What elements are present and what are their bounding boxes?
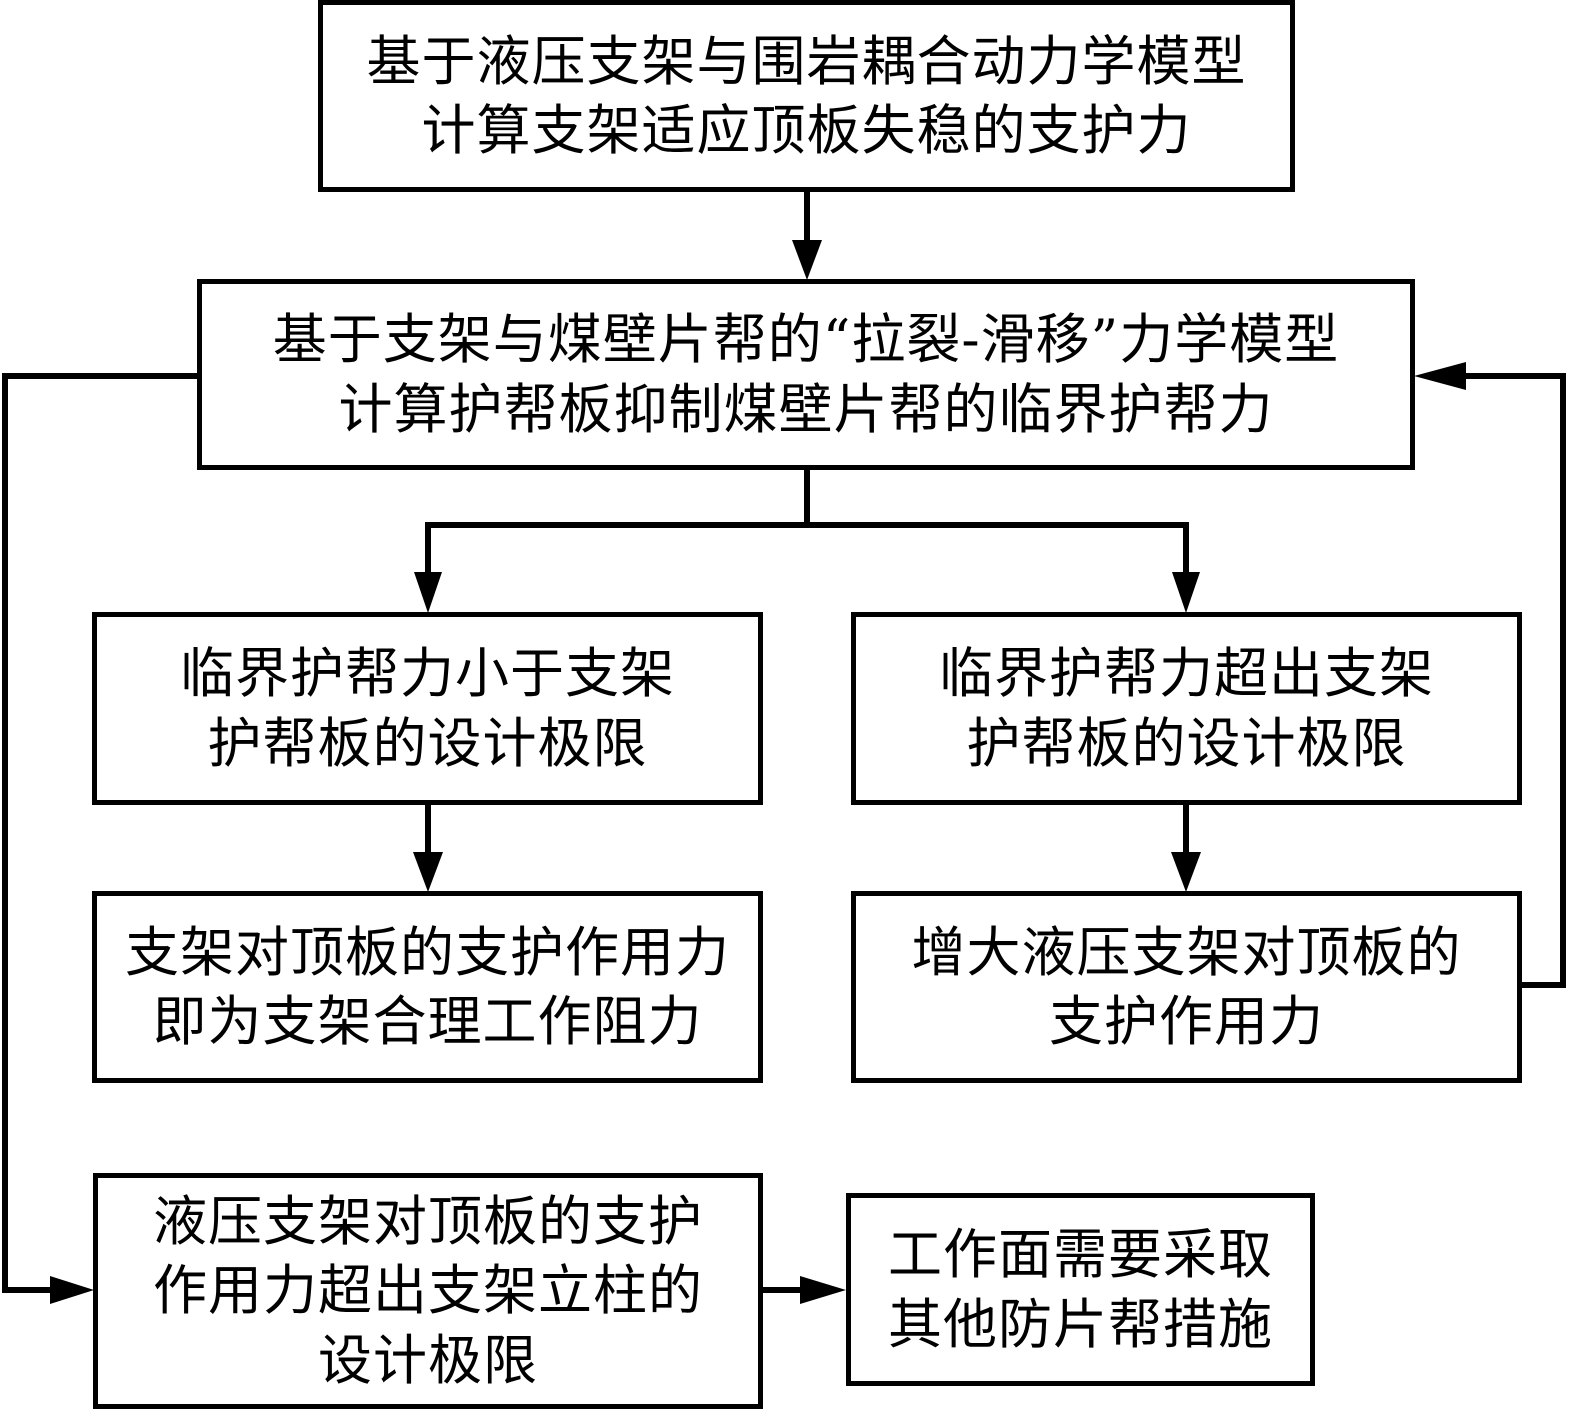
node-n6-line-2: 支护作用力 (1049, 990, 1324, 1053)
arrowhead-n3-n5 (413, 852, 443, 892)
node-n3-line-2: 护帮板的设计极限 (207, 711, 648, 775)
node-n1-coupled-dynamics-model: 基于液压支架与围岩耦合动力学模型 计算支架适应顶板失稳的支护力 (318, 0, 1295, 192)
arrowhead-n6-n2 (1414, 362, 1466, 390)
node-n3-line-1: 临界护帮力小于支架 (180, 642, 675, 706)
node-n8-line-2: 其他防片帮措施 (888, 1292, 1273, 1356)
arrowhead-n4-n6 (1171, 852, 1201, 892)
arrowhead-n1-n2 (792, 240, 822, 280)
arrowhead-loop-n7 (50, 1276, 94, 1304)
node-n2-line-1: 基于支架与煤壁片帮的“拉裂-滑移”力学模型 (272, 308, 1340, 372)
node-n7-line-2: 作用力超出支架立柱的 (153, 1259, 703, 1323)
node-n8-other-measures: 工作面需要采取 其他防片帮措施 (846, 1193, 1315, 1386)
node-n5-line-1: 支架对顶板的支护作用力 (125, 920, 730, 984)
node-n1-line-1: 基于液压支架与围岩耦合动力学模型 (366, 29, 1247, 93)
node-n8-line-1: 工作面需要采取 (888, 1223, 1273, 1287)
node-n4-line-2: 护帮板的设计极限 (966, 711, 1407, 775)
node-n6-increase-support-force: 增大液压支架对顶板的 支护作用力 (851, 891, 1522, 1083)
node-n4-exceeds-limit: 临界护帮力超出支架 护帮板的设计极限 (851, 612, 1522, 805)
arrowhead-n7-n8 (800, 1276, 846, 1304)
node-n5-line-2: 即为支架合理工作阻力 (152, 990, 703, 1053)
node-n7-exceeds-column-limit: 液压支架对顶板的支护 作用力超出支架立柱的 设计极限 (93, 1173, 763, 1409)
node-n7-line-1: 液压支架对顶板的支护 (153, 1190, 703, 1254)
edge-n2-n7-loop (2, 373, 200, 1293)
node-n7-line-3: 设计极限 (318, 1328, 538, 1392)
edge-n6-n2-feedback (1460, 373, 1566, 988)
node-n5-reasonable-resistance: 支架对顶板的支护作用力 即为支架合理工作阻力 (92, 891, 763, 1083)
node-n2-line-2: 计算护帮板抑制煤壁片帮的临界护帮力 (338, 377, 1274, 441)
node-n2-crack-slip-model: 基于支架与煤壁片帮的“拉裂-滑移”力学模型 计算护帮板抑制煤壁片帮的临界护帮力 (197, 279, 1415, 470)
node-n4-line-1: 临界护帮力超出支架 (939, 642, 1434, 706)
node-n6-line-1: 增大液压支架对顶板的 (911, 920, 1462, 984)
arrowhead-split-n3 (414, 572, 442, 613)
node-n1-line-2: 计算支架适应顶板失稳的支护力 (421, 99, 1192, 162)
node-n3-below-limit: 临界护帮力小于支架 护帮板的设计极限 (92, 612, 763, 805)
arrowhead-split-n4 (1172, 572, 1200, 613)
